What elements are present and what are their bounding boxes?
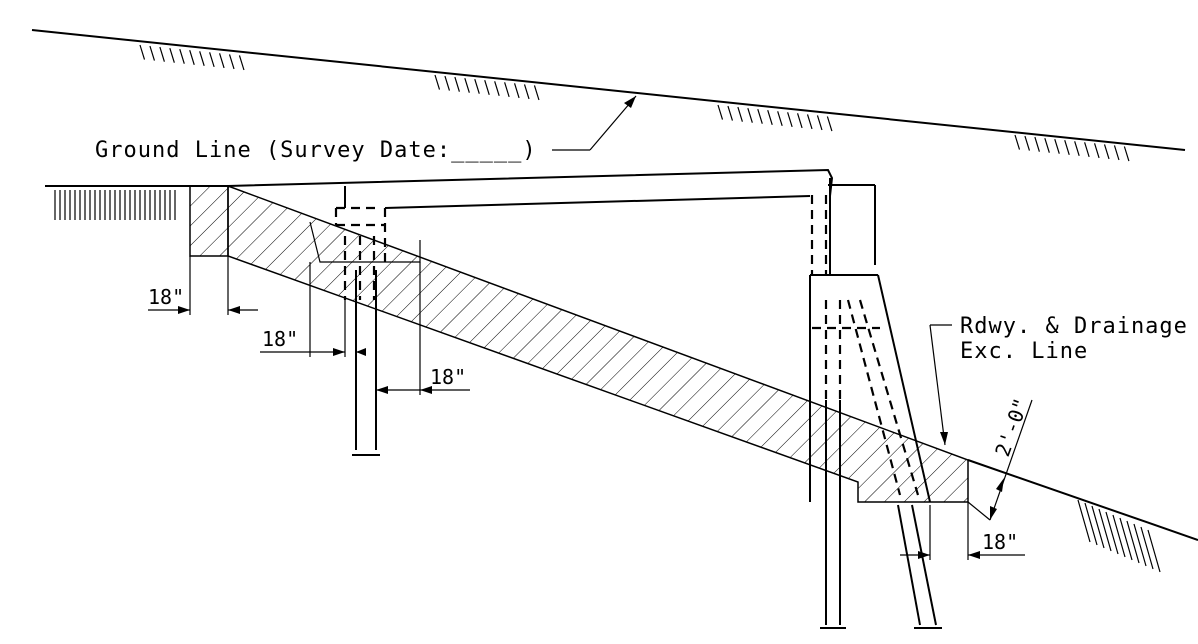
ground-line: [31, 29, 1186, 151]
dimension-4: [900, 502, 1025, 560]
ground-line-leader: [552, 95, 637, 151]
ground-line-label: Ground Line (Survey Date:_____): [95, 138, 537, 163]
ground-symbol-4: [1014, 134, 1130, 162]
dimension-2: [260, 262, 366, 357]
dimension-label-3: 18": [430, 365, 466, 389]
exc-line-leader: [929, 324, 952, 446]
dimension-label-5: 2'-0": [990, 395, 1033, 460]
right-pier: [809, 178, 942, 629]
exc-line-label-1: Rdwy. & Drainage: [960, 314, 1188, 339]
excavation-band: [227, 184, 969, 503]
left-abutment: [189, 185, 229, 257]
ground-symbol-1: [139, 44, 245, 71]
dimension-label-4: 18": [982, 530, 1018, 554]
left-bent: [309, 221, 421, 456]
dimension-3: [376, 262, 470, 395]
ground-symbol-2: [434, 74, 540, 101]
dimension-label-2: 18": [262, 327, 298, 351]
dimension-label-1: 18": [148, 285, 184, 309]
dimension-1: [148, 256, 258, 315]
exc-line-label-2: Exc. Line: [960, 339, 1088, 364]
ground-symbols: [139, 44, 1130, 162]
ground-symbol-3: [717, 104, 833, 132]
dimension-5: [967, 399, 1033, 521]
